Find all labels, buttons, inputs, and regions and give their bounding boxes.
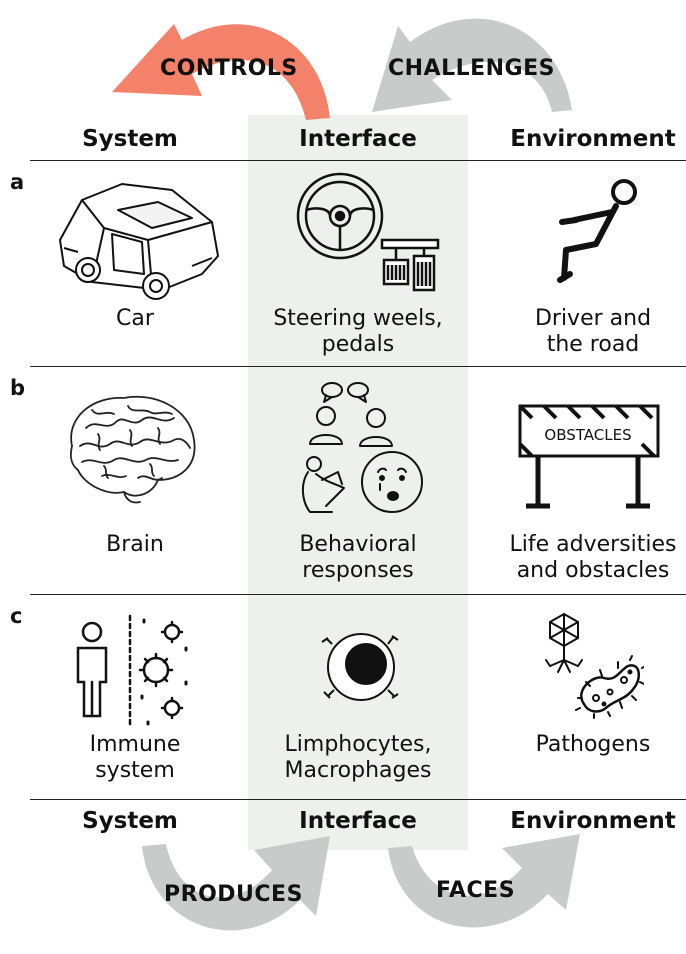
row-letter-b: b [10, 376, 26, 400]
faces-label: FACES [436, 878, 516, 903]
caption-driver-2: the road [546, 332, 640, 357]
steering-wheel-icon [296, 172, 440, 292]
footer-environment: Environment [510, 808, 676, 834]
divider [30, 799, 686, 800]
caption-behavioral-2: responses [302, 558, 414, 583]
footer-interface: Interface [299, 808, 417, 834]
caption-behavioral-1: Behavioral [299, 532, 417, 557]
caption-immune-2: system [95, 758, 175, 783]
row-letter-c: c [10, 604, 23, 628]
driver-icon [557, 179, 637, 283]
produces-label: PRODUCES [164, 882, 303, 907]
footer-system: System [82, 808, 178, 834]
header-environment: Environment [510, 126, 676, 152]
controls-label: CONTROLS [160, 56, 298, 81]
caption-steering-2: pedals [321, 332, 395, 357]
behavior-icon [302, 382, 423, 513]
bottom-arrows [142, 834, 580, 931]
divider [30, 594, 686, 595]
immune-system-icon [76, 614, 188, 726]
lymphocyte-icon [321, 633, 399, 701]
caption-pathogens: Pathogens [535, 732, 651, 757]
obstacles-sign-text: OBSTACLES [544, 426, 631, 444]
car-icon [59, 183, 219, 300]
header-system: System [82, 126, 178, 152]
interface-band [248, 115, 468, 850]
challenges-arrow [372, 18, 572, 112]
challenges-label: CHALLENGES [388, 56, 555, 81]
caption-obstacles-1: Life adversities [509, 532, 677, 557]
brain-icon [70, 395, 196, 504]
faces-arrow [388, 834, 580, 928]
caption-obstacles-2: and obstacles [516, 558, 670, 583]
caption-lymphocytes-2: Macrophages [284, 758, 432, 783]
divider [30, 160, 686, 161]
top-arrows [112, 18, 572, 120]
caption-driver-1: Driver and [534, 306, 652, 331]
pathogen-icon [545, 612, 644, 719]
caption-brain: Brain [106, 532, 164, 557]
obstacle-sign-icon: OBSTACLES [518, 404, 660, 509]
caption-car: Car [116, 306, 154, 331]
produces-arrow [142, 836, 330, 931]
caption-immune-1: Immune [89, 732, 181, 757]
row-letter-a: a [10, 170, 25, 194]
caption-steering-1: Steering weels, [273, 306, 443, 331]
controls-arrow [112, 24, 330, 120]
divider [30, 366, 686, 367]
caption-lymphocytes-1: Limphocytes, [284, 732, 432, 757]
header-interface: Interface [299, 126, 417, 152]
